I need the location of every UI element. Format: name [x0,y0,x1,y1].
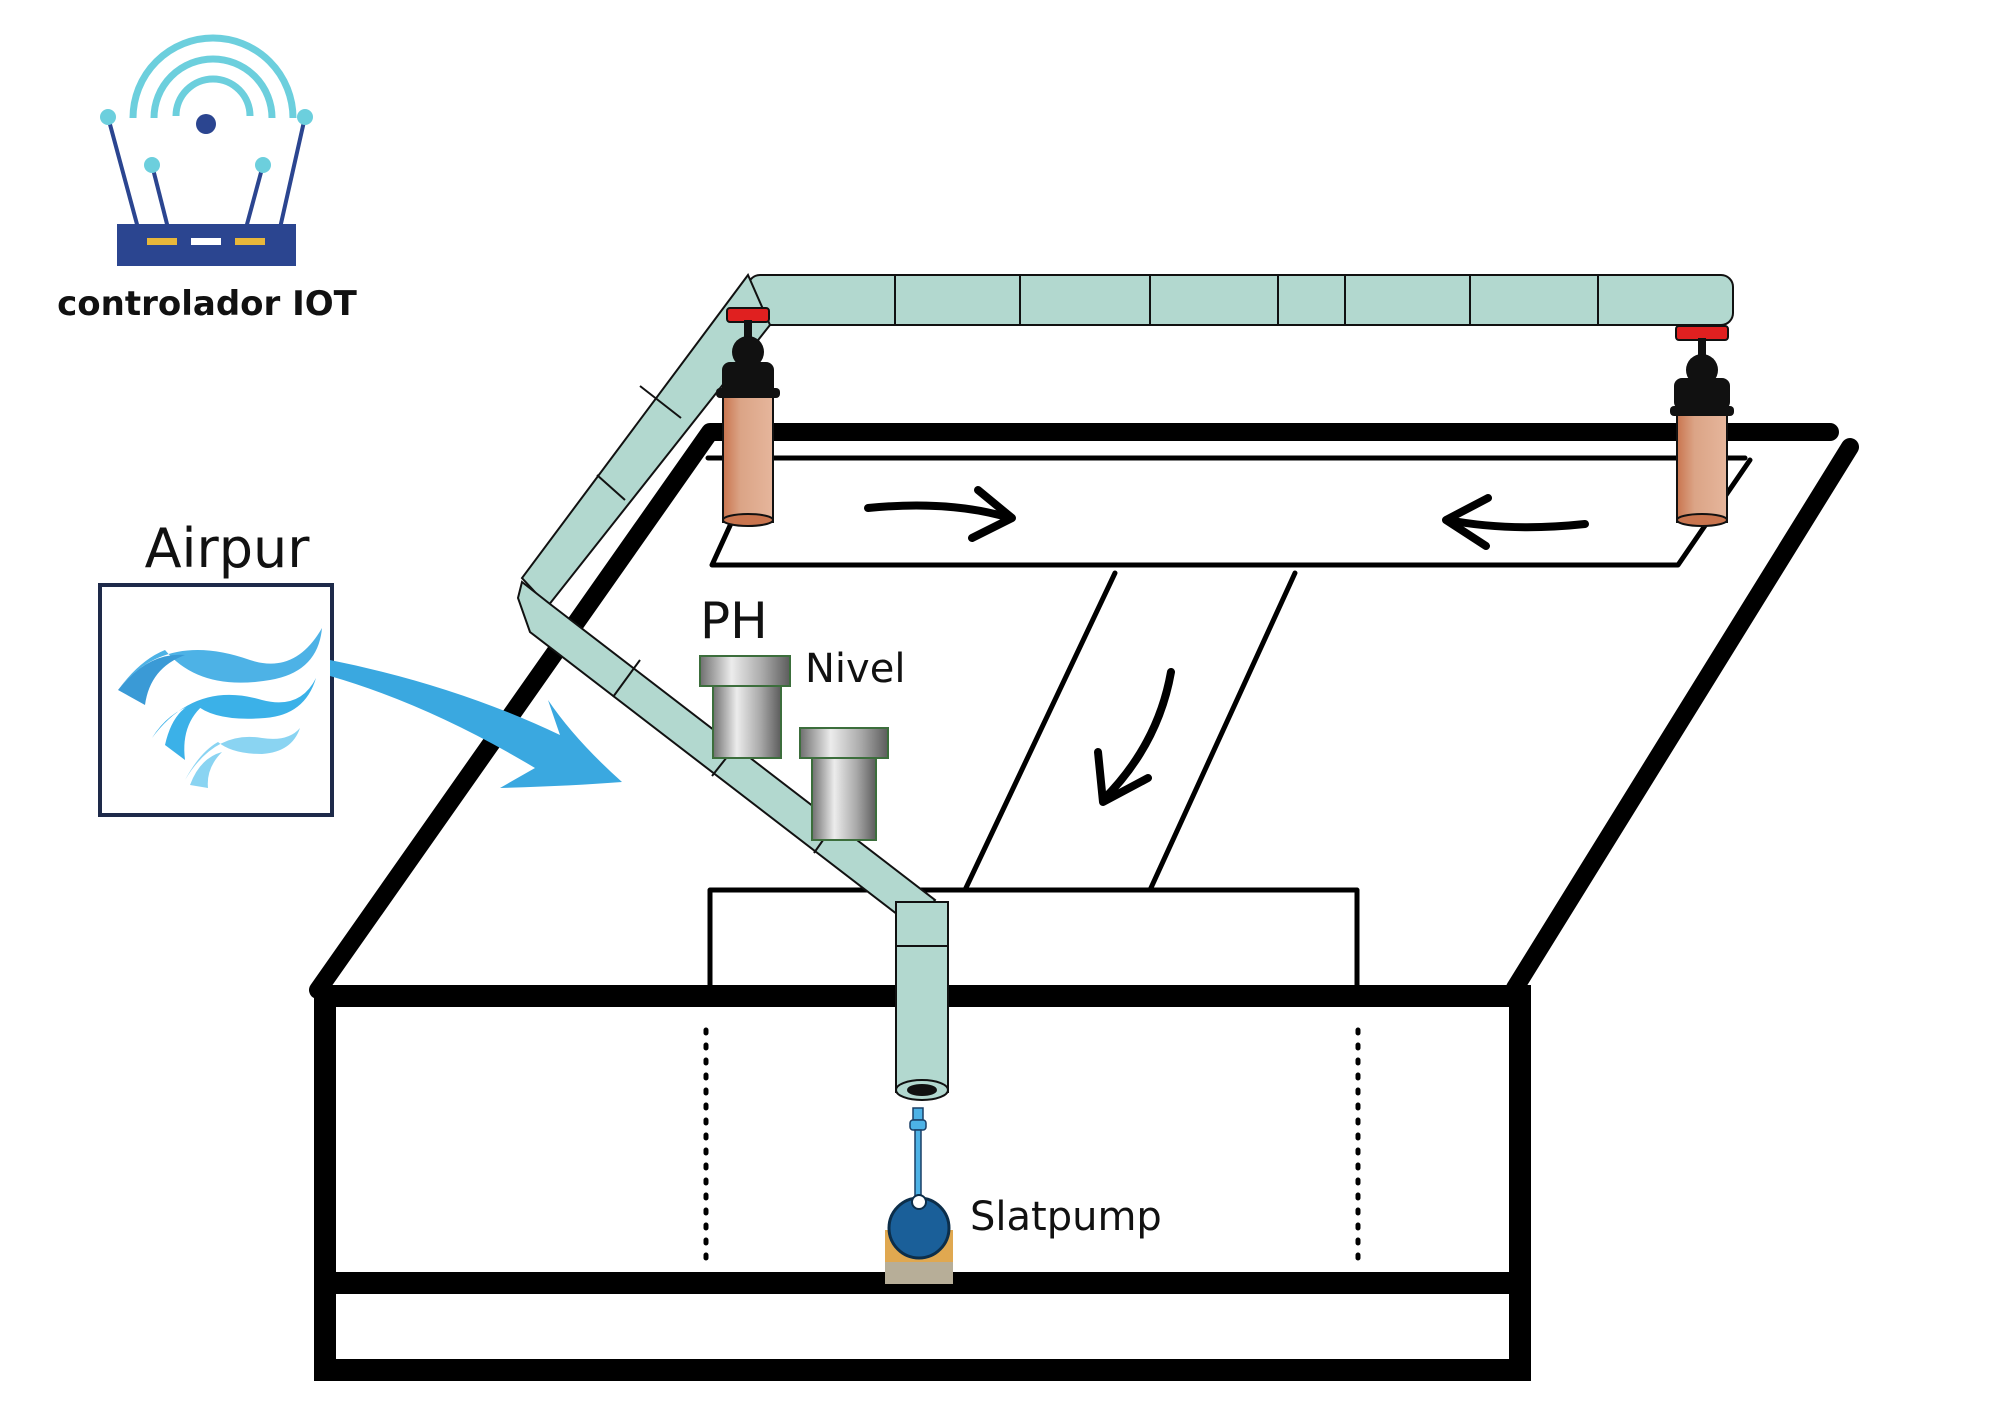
air-wind-icon [118,628,322,788]
ph-sensor [699,655,791,759]
nivel-label: Nivel [805,646,905,692]
ph-label: PH [700,592,768,650]
controller-label: controlador IOT [57,284,358,324]
controller-icon [100,34,313,266]
airflow-arrow [330,660,622,788]
valve-right [1670,325,1734,527]
slatpump-label: Slatpump [970,1194,1162,1240]
flow-arrows [864,486,1589,806]
nivel-sensor [799,727,889,841]
water-pump-icon [885,1107,953,1284]
airpur-label: Airpur [145,517,311,580]
valve-left [716,307,780,527]
pipe-system [516,273,1734,1101]
